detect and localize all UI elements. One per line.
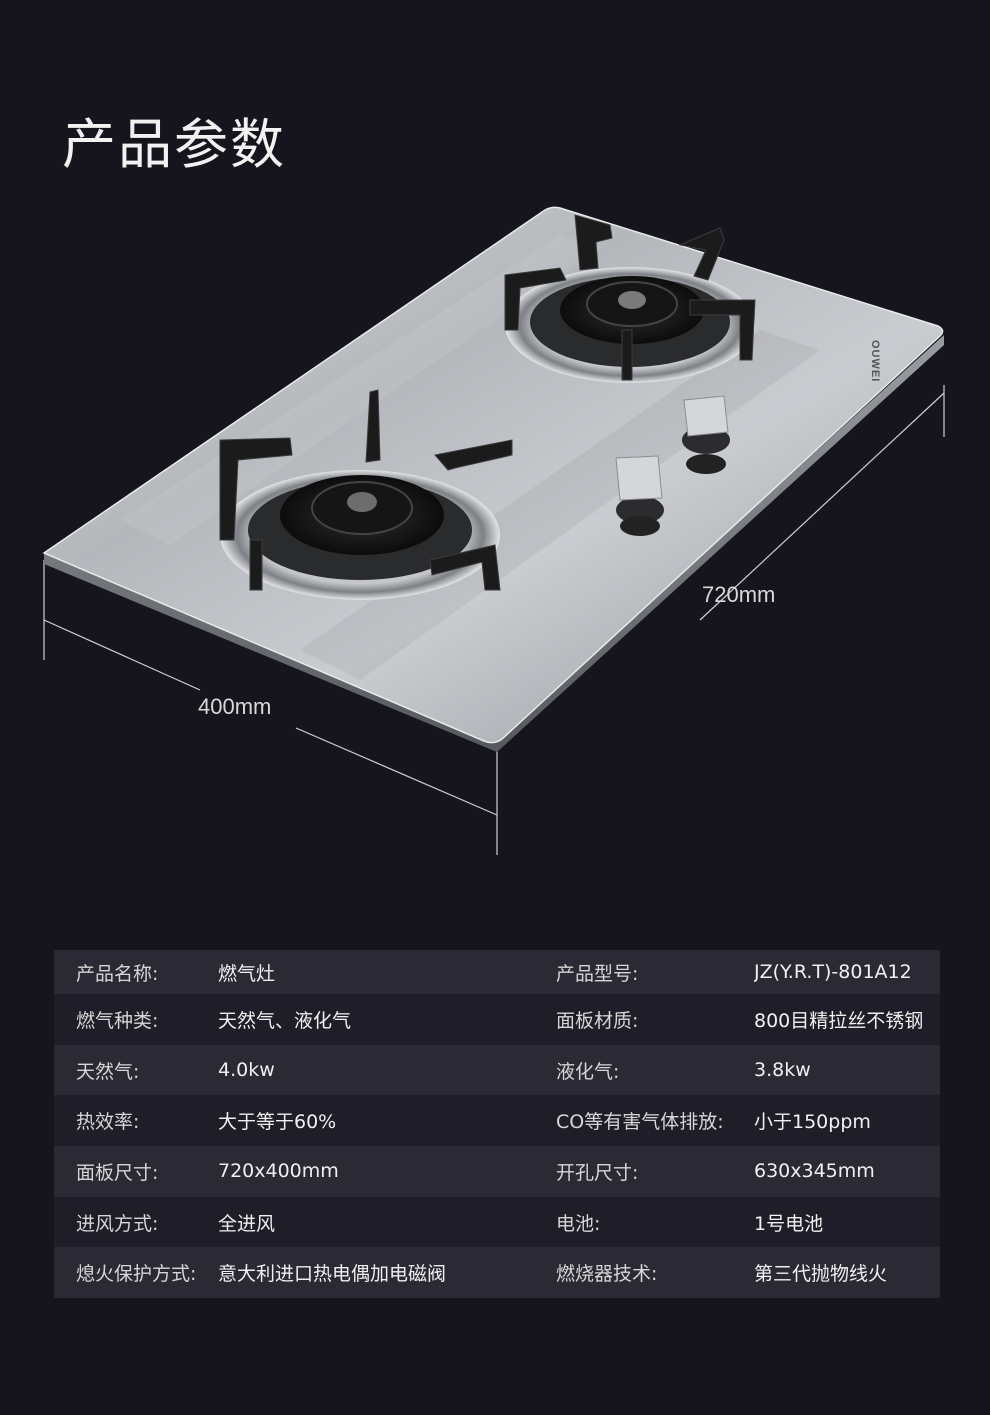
spec-label: 天然气: (76, 1060, 140, 1083)
spec-row: 燃气种类: 天然气、液化气 面板材质: 800目精拉丝不锈钢 (54, 994, 940, 1045)
width-dimension-label: 400mm (198, 694, 272, 719)
rear-burner (504, 214, 756, 383)
spec-value: 意大利进口热电偶加电磁阀 (218, 1263, 447, 1286)
spec-row: 天然气: 4.0kw 液化气: 3.8kw (54, 1044, 940, 1096)
spec-row: 面板尺寸: 720x400mm 开孔尺寸: 630x345mm (54, 1146, 940, 1197)
spec-label: 产品名称: (76, 962, 159, 985)
spec-label: 面板材质: (556, 1009, 639, 1032)
spec-value: 天然气、液化气 (218, 1009, 352, 1032)
spec-row: 进风方式: 全进风 电池: 1号电池 (54, 1196, 940, 1248)
spec-value: 1号电池 (754, 1212, 824, 1235)
spec-label: 电池: (556, 1212, 601, 1235)
brand-mark: OUWEI (869, 340, 881, 382)
spec-row: 产品名称: 燃气灶 产品型号: JZ(Y.R.T)-801A12 (54, 950, 940, 994)
spec-row: 熄火保护方式: 意大利进口热电偶加电磁阀 燃烧器技术: 第三代抛物线火 (54, 1247, 940, 1299)
spec-value: JZ(Y.R.T)-801A12 (754, 961, 912, 983)
spec-label: 燃气种类: (76, 1009, 159, 1032)
control-knobs (615, 395, 730, 536)
spec-label: 液化气: (556, 1060, 620, 1083)
spec-value: 大于等于60% (218, 1111, 337, 1134)
spec-label: 燃烧器技术: (556, 1263, 658, 1286)
spec-value: 720x400mm (218, 1160, 339, 1183)
spec-value: 小于150ppm (754, 1111, 871, 1134)
spec-table: 产品名称: 燃气灶 产品型号: JZ(Y.R.T)-801A12 燃气种类: 天… (54, 950, 940, 1299)
spec-label: 产品型号: (556, 962, 639, 985)
spec-value: 第三代抛物线火 (754, 1263, 888, 1286)
dimension-lines (43, 385, 945, 855)
page-title: 产品参数 (62, 113, 286, 176)
length-dimension-label: 720mm (702, 582, 776, 607)
spec-label: 热效率: (76, 1111, 140, 1134)
spec-value: 3.8kw (754, 1059, 811, 1082)
cooktop-image: OUWEI (42, 206, 945, 855)
spec-value: 630x345mm (754, 1160, 875, 1183)
spec-label: 熄火保护方式: (76, 1263, 197, 1286)
spec-row: 热效率: 大于等于60% CO等有害气体排放: 小于150ppm (54, 1095, 940, 1147)
spec-value: 全进风 (218, 1212, 276, 1235)
spec-value: 800目精拉丝不锈钢 (754, 1009, 924, 1032)
spec-label: 进风方式: (76, 1212, 159, 1235)
spec-label: 开孔尺寸: (556, 1161, 639, 1184)
spec-label: 面板尺寸: (76, 1161, 159, 1184)
spec-value: 燃气灶 (218, 962, 276, 985)
spec-label: CO等有害气体排放: (556, 1111, 724, 1134)
front-burner (219, 389, 513, 600)
spec-value: 4.0kw (218, 1059, 275, 1082)
